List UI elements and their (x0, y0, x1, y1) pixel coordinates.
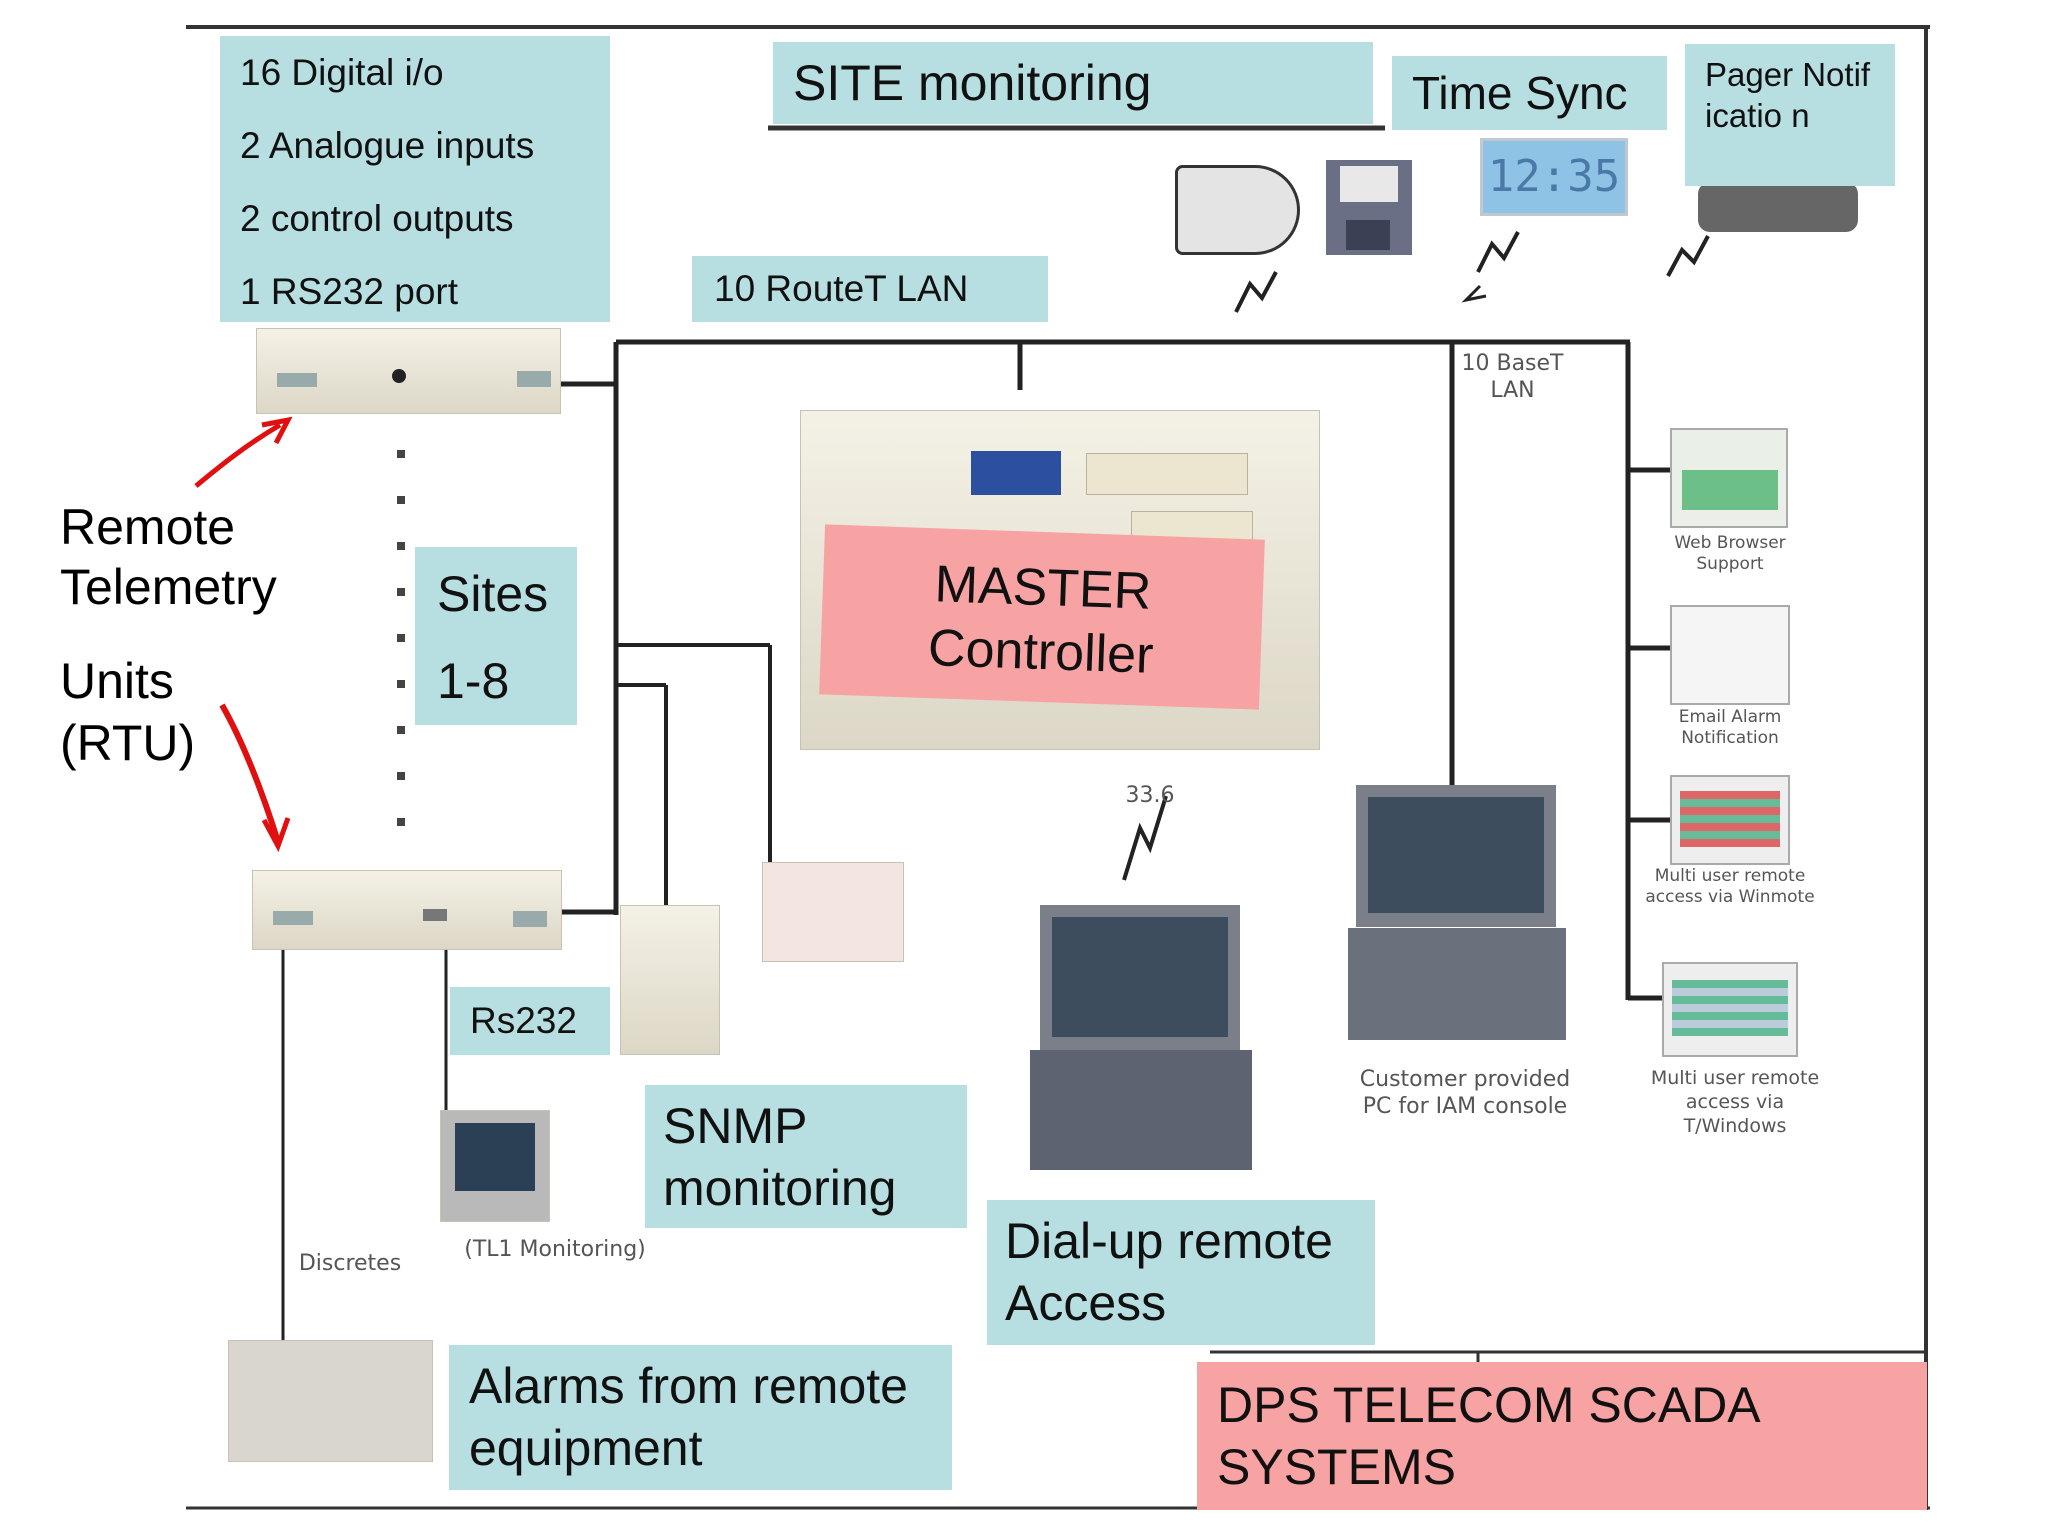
rtu-features-box: 16 Digital i/o 2 Analogue inputs 2 contr… (220, 36, 610, 322)
sites-label: Sites (437, 566, 549, 622)
remote-equipment-rack (228, 1340, 433, 1462)
base-lan-label: 10 BaseT LAN (1461, 351, 1564, 403)
sites-range-label: 1-8 (437, 653, 510, 709)
rtu-label-units: Units (60, 653, 174, 709)
pager-notification-label: Pager Notificatio n (1685, 44, 1895, 186)
discretes-label: Discretes (298, 1251, 402, 1276)
winmote-screenshot (1670, 775, 1790, 865)
rtu-label-telemetry: Telemetry (60, 559, 277, 615)
feature-digital-io: 16 Digital i/o (240, 52, 444, 93)
feature-rs232-port: 1 RS232 port (240, 271, 459, 312)
site-monitoring-label: SITE monitoring (773, 42, 1373, 124)
rs232-label: Rs232 (450, 987, 610, 1055)
master-controller-label: MASTER Controller (819, 524, 1265, 710)
modem-rate-label: 33.6 (1125, 783, 1175, 808)
router-panel (762, 862, 904, 962)
clock-display-icon: 12:35 (1480, 138, 1628, 216)
customer-pc-screen (1356, 785, 1556, 927)
winmote-access-label: Multi user remote access via Winmote (1645, 866, 1815, 907)
rtu-unit-top (256, 328, 561, 414)
floppy-disk-icon (1326, 160, 1412, 255)
dialup-access-label: Dial-up remote Access (987, 1200, 1375, 1345)
email-notification-label: Email Alarm Notification (1678, 707, 1782, 748)
email-screenshot (1670, 605, 1790, 705)
twindows-access-label: Multi user remote access via T/Windows (1650, 1067, 1820, 1137)
snmp-monitoring-label: SNMP monitoring (645, 1085, 967, 1228)
customer-pc-base (1348, 928, 1566, 1040)
web-browser-screenshot (1670, 428, 1788, 528)
rtu-label: Remote Telemetry Units (RTU) (60, 496, 320, 774)
dialup-laptop-base (1030, 1050, 1252, 1170)
feature-analogue-inputs: 2 Analogue inputs (240, 125, 535, 166)
dialup-laptop-screen (1040, 905, 1240, 1050)
rtu-label-rtu: (RTU) (60, 715, 196, 771)
customer-pc-label: Customer provided PC for IAM console (1359, 1067, 1571, 1119)
sites-label-box: Sites 1-8 (415, 547, 577, 725)
gateway-icon (1175, 165, 1300, 255)
web-browser-label: Web Browser Support (1674, 533, 1786, 574)
rtu-unit-bottom (252, 870, 562, 950)
twindows-screenshot (1662, 962, 1798, 1057)
snmp-cabinet (620, 905, 720, 1055)
rtu-label-remote: Remote (60, 499, 236, 555)
tl1-monitor (440, 1110, 550, 1222)
alarms-label: Alarms from remote equipment (449, 1345, 952, 1490)
time-sync-label: Time Sync (1392, 56, 1667, 130)
pager-icon (1698, 182, 1858, 232)
tl1-monitoring-label: (TL1 Monitoring) (464, 1237, 646, 1262)
route-lan-label: 10 RouteT LAN (692, 256, 1048, 322)
diagram-title: DPS TELECOM SCADA SYSTEMS (1197, 1362, 1927, 1510)
feature-control-outputs: 2 control outputs (240, 198, 514, 239)
